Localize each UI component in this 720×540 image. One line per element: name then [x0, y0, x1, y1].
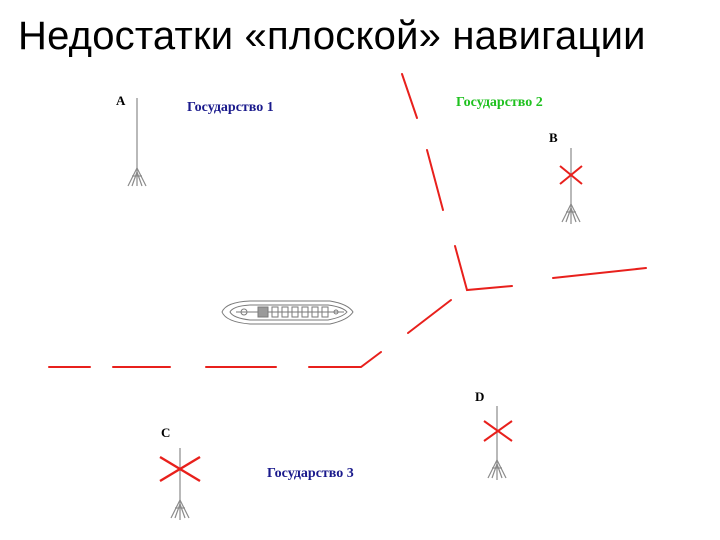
- border-segment: [426, 149, 444, 211]
- station-d: [487, 406, 507, 480]
- station-c-label: C: [161, 425, 170, 440]
- station-c-cross-icon: [159, 455, 201, 483]
- station-a: [127, 98, 147, 187]
- border-segment: [407, 299, 452, 334]
- border-segment: [401, 73, 418, 119]
- state-2-label: Государство 2: [456, 95, 543, 110]
- border-segment: [454, 245, 513, 292]
- station-b: [561, 148, 581, 224]
- station-c: [170, 448, 190, 520]
- slide-title: Недостатки «плоской» навигации: [18, 14, 646, 58]
- station-b-label: B: [549, 130, 558, 145]
- state-1-label: Государство 1: [187, 100, 274, 115]
- border-lines: [48, 73, 647, 368]
- state-3-label: Государство 3: [267, 466, 354, 481]
- border-segment: [552, 267, 647, 279]
- border-segment: [308, 351, 382, 368]
- station-b-cross-icon: [559, 165, 583, 185]
- station-d-cross-icon: [483, 420, 513, 442]
- station-a-label: A: [116, 93, 126, 108]
- ship-icon: [221, 300, 354, 325]
- station-d-label: D: [475, 389, 484, 404]
